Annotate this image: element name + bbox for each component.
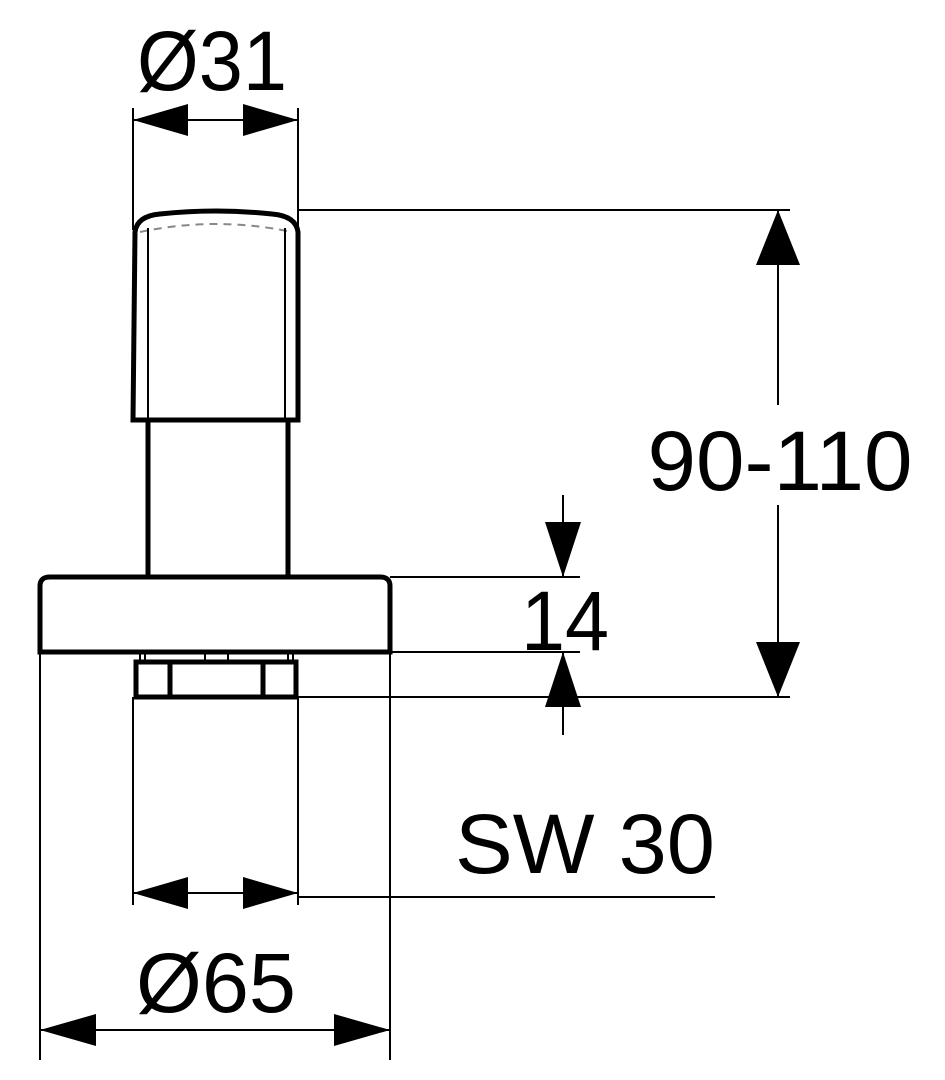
- top-diameter-label: Ø31: [137, 14, 287, 108]
- wrench-size-label: SW 30: [455, 797, 715, 891]
- cap: [130, 208, 301, 423]
- dimension-base-diameter: Ø65: [39, 652, 391, 1060]
- height-range-label: 90-110: [648, 414, 913, 508]
- flange-height-label: 14: [521, 574, 609, 668]
- dimension-flange-height: 14: [298, 495, 609, 735]
- dimension-wrench-size: SW 30: [132, 697, 715, 909]
- base-diameter-label: Ø65: [136, 936, 296, 1030]
- flange: [37, 574, 393, 655]
- dimension-height: 90-110: [298, 209, 920, 698]
- hidden-line: [139, 223, 293, 233]
- dimension-top-diameter: Ø31: [132, 14, 299, 230]
- stem: [145, 420, 291, 577]
- hex-nut: [133, 652, 299, 700]
